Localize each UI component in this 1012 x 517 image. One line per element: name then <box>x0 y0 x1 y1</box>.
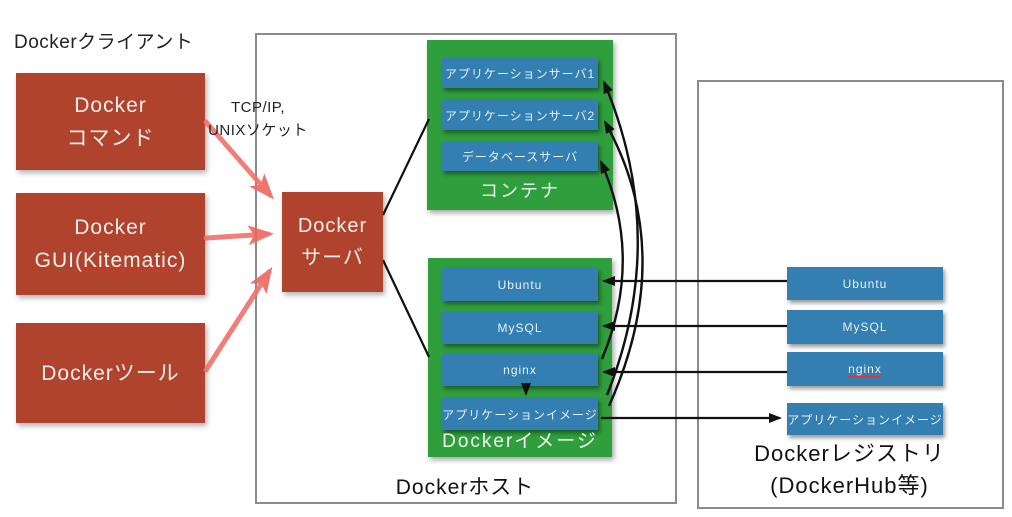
gui-line2-kitematic: Kitematic <box>82 249 179 272</box>
registry-item-nginx: nginx <box>787 352 943 386</box>
image-item-ubuntu: Ubuntu <box>442 268 598 301</box>
docker-command-line2: コマンド <box>66 126 155 150</box>
docker-server-box: Docker サーバ <box>282 192 383 292</box>
docker-tool-label: Dockerツール <box>41 361 180 385</box>
docker-server-line2: サーバ <box>301 247 364 269</box>
containers-group: アプリケーションサーバ1 アプリケーションサーバ2 データベースサーバ コンテナ <box>427 40 613 210</box>
gui-line2-prefix: GUI( <box>34 249 83 272</box>
docker-command-box: Docker コマンド <box>16 73 205 170</box>
docker-gui-line2: GUI(Kitematic) <box>35 244 187 277</box>
registry-title-line1: Dockerレジストリ <box>754 441 945 466</box>
docker-registry-title: Dockerレジストリ (DockerHub等) <box>697 438 1002 502</box>
images-group-label: Dockerイメージ <box>442 431 598 452</box>
containers-group-label: コンテナ <box>480 181 560 201</box>
image-item-app-image: アプリケーションイメージ <box>442 398 598 430</box>
gui-line2-suffix: ) <box>178 249 187 272</box>
images-group: Ubuntu MySQL nginx アプリケーションイメージ Dockerイメ… <box>428 258 612 457</box>
registry-item-nginx-label: nginx <box>848 362 882 376</box>
image-item-nginx: nginx <box>442 353 598 386</box>
docker-registry-frame <box>697 80 1004 509</box>
registry-item-ubuntu: Ubuntu <box>787 267 943 300</box>
container-item-app-server2: アプリケーションサーバ2 <box>442 100 598 130</box>
registry-item-mysql: MySQL <box>787 310 943 344</box>
docker-command-line1: Docker <box>74 93 147 117</box>
docker-gui-box: Docker GUI(Kitematic) <box>16 193 205 295</box>
container-item-app-server1: アプリケーションサーバ1 <box>442 58 598 88</box>
docker-host-label: Dockerホスト <box>395 476 535 499</box>
container-item-db-server: データベースサーバ <box>442 142 598 171</box>
docker-gui-line1: Docker <box>74 216 147 239</box>
registry-title-line2: (DockerHub等) <box>770 473 929 498</box>
image-item-mysql: MySQL <box>442 311 598 344</box>
connection-line2: UNIXソケット <box>208 122 308 139</box>
connection-line1: TCP/IP, <box>230 99 286 116</box>
image-item-nginx-label: nginx <box>503 362 537 377</box>
client-section-title: Dockerクライアント <box>14 32 194 53</box>
connection-protocol-label: TCP/IP, UNIXソケット <box>198 96 318 142</box>
docker-server-line1: Docker <box>297 215 368 237</box>
registry-item-app-image: アプリケーションイメージ <box>787 403 943 435</box>
docker-tool-box: Dockerツール <box>16 323 205 423</box>
